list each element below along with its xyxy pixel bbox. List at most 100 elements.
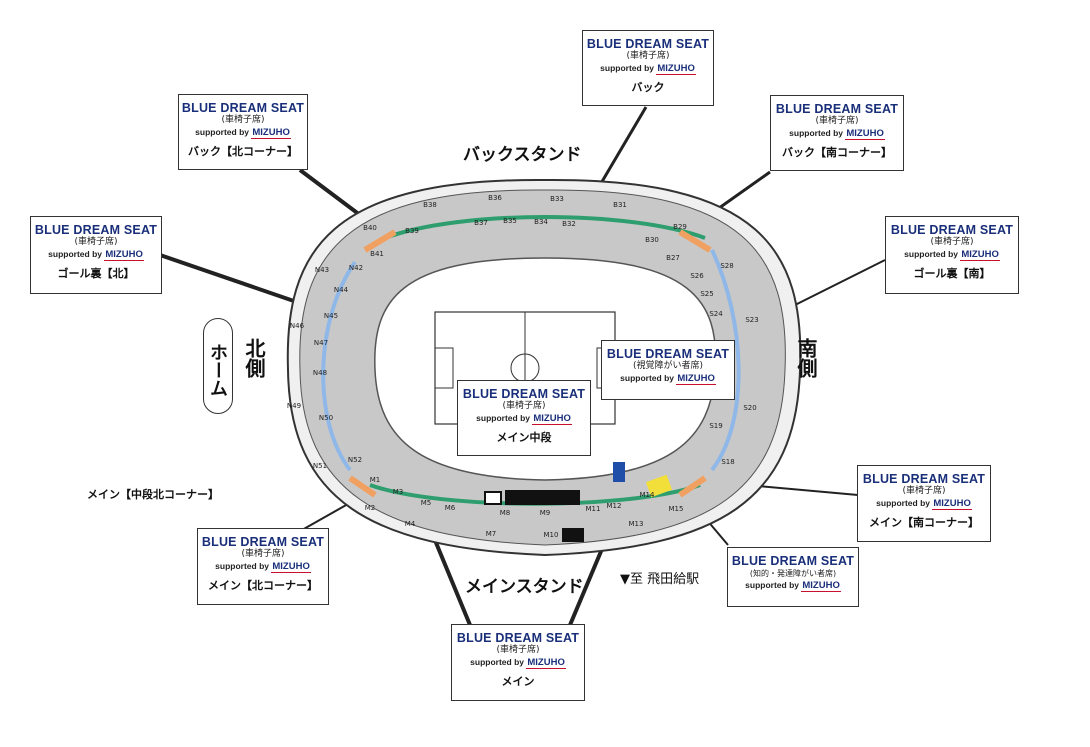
block-label-n48: N48 (313, 369, 327, 377)
callout-main-north-corner[interactable]: BLUE DREAM SEAT (車椅子席) supported by MIZU… (197, 528, 329, 605)
block-label-m6: M6 (445, 504, 456, 512)
seat-main-middle-1[interactable] (484, 491, 502, 505)
sponsor-prefix: supported by (215, 561, 269, 571)
mizuho-logo: MIZUHO (960, 249, 1000, 261)
callout-main[interactable]: BLUE DREAM SEAT (車椅子席) supported by MIZU… (451, 624, 585, 701)
block-label-m3: M3 (393, 488, 404, 496)
callout-name: メイン【北コーナー】 (208, 579, 318, 592)
block-label-b33: B33 (550, 195, 564, 203)
leader-back (598, 106, 648, 186)
seat-blue-visual[interactable] (613, 462, 625, 482)
sponsor-prefix: supported by (195, 127, 249, 137)
mizuho-logo: MIZUHO (251, 127, 291, 139)
block-label-n42: N42 (349, 264, 363, 272)
seat-main-lower[interactable] (562, 528, 584, 542)
block-label-m12: M12 (607, 502, 622, 510)
callout-title: BLUE DREAM SEAT (456, 631, 580, 645)
block-label-n50: N50 (319, 414, 333, 422)
block-label-b40: B40 (363, 224, 377, 232)
block-label-b36: B36 (488, 194, 502, 202)
block-label-b37: B37 (474, 219, 488, 227)
north-side-label: 北側 (242, 338, 266, 378)
callout-goal-north[interactable]: BLUE DREAM SEAT (車椅子席) supported by MIZU… (30, 216, 162, 294)
callout-title: BLUE DREAM SEAT (862, 472, 986, 486)
seat-yellow-intellectual[interactable] (645, 474, 673, 498)
callout-back-south-corner[interactable]: BLUE DREAM SEAT (車椅子席) supported by MIZU… (770, 95, 904, 171)
main-mid-north-corner-label: メイン【中段北コーナー】 (87, 488, 219, 501)
block-label-m13: M13 (629, 520, 644, 528)
ring-blue-south (710, 249, 741, 472)
block-label-b39: B39 (405, 227, 419, 235)
block-label-m14: M14 (640, 491, 655, 499)
callout-name: バック【北コーナー】 (188, 145, 298, 158)
callout-sub: (車椅子席) (221, 115, 265, 125)
block-label-b35: B35 (503, 217, 517, 225)
callout-name: メイン中段 (496, 431, 552, 444)
sponsor-prefix: supported by (48, 249, 102, 259)
sponsor-prefix: supported by (600, 63, 654, 73)
block-label-m11: M11 (586, 505, 601, 513)
callout-name: メイン【南コーナー】 (869, 516, 979, 529)
block-label-m1: M1 (370, 476, 381, 484)
block-label-b34: B34 (534, 218, 548, 226)
ring-green-back (384, 215, 706, 240)
corner-orange-nw (363, 229, 397, 253)
ring-blue-north (321, 260, 357, 472)
callout-sub: (車椅子席) (902, 486, 946, 496)
corner-orange-ne (678, 229, 712, 253)
block-label-b29: B29 (673, 223, 687, 231)
callout-title: BLUE DREAM SEAT (34, 223, 158, 237)
callout-title: BLUE DREAM SEAT (462, 387, 586, 401)
sponsor-prefix: supported by (789, 128, 843, 138)
mizuho-logo: MIZUHO (271, 561, 311, 573)
callout-visually-impaired[interactable]: BLUE DREAM SEAT (視覚障がい者席) supported by M… (601, 340, 735, 400)
block-label-b41: B41 (370, 250, 384, 258)
callout-title: BLUE DREAM SEAT (201, 535, 325, 549)
block-label-b31: B31 (613, 201, 627, 209)
block-label-s20: S20 (743, 404, 756, 412)
block-label-b32: B32 (562, 220, 576, 228)
mizuho-logo: MIZUHO (932, 498, 972, 510)
block-label-n44: N44 (334, 286, 349, 294)
callout-title: BLUE DREAM SEAT (606, 347, 730, 361)
seat-main-middle-2[interactable] (505, 490, 580, 505)
callout-back-north-corner[interactable]: BLUE DREAM SEAT (車椅子席) supported by MIZU… (178, 94, 308, 170)
corner-orange-se (678, 475, 707, 498)
callout-sub: (車椅子席) (74, 237, 118, 247)
callout-sub: (車椅子席) (241, 549, 285, 559)
block-label-s26: S26 (690, 272, 704, 280)
callout-sub: (視覚障がい者席) (632, 361, 704, 371)
block-label-b38: B38 (423, 201, 437, 209)
callout-sub: (車椅子席) (930, 237, 974, 247)
callout-main-south-corner[interactable]: BLUE DREAM SEAT (車椅子席) supported by MIZU… (857, 465, 991, 542)
callout-main-middle[interactable]: BLUE DREAM SEAT (車椅子席) supported by MIZU… (457, 380, 591, 456)
callout-sub: (知的・発達障がい者席) (749, 569, 837, 578)
block-label-m4: M4 (405, 520, 416, 528)
callout-sub: (車椅子席) (496, 645, 540, 655)
block-label-s25: S25 (700, 290, 713, 298)
block-label-s24: S24 (709, 310, 723, 318)
mizuho-logo: MIZUHO (801, 580, 841, 592)
callout-title: BLUE DREAM SEAT (586, 37, 710, 51)
callout-name: バック【南コーナー】 (782, 146, 892, 159)
corner-orange-sw (348, 475, 377, 498)
pitch-box-north (434, 347, 454, 389)
block-label-n52: N52 (348, 456, 362, 464)
callout-name: ゴール裏【南】 (913, 267, 991, 280)
callout-intellectual[interactable]: BLUE DREAM SEAT (知的・発達障がい者席) supported b… (727, 547, 859, 607)
sponsor-prefix: supported by (470, 657, 524, 667)
callout-name: バック (631, 81, 665, 94)
leader-back-north (298, 168, 362, 217)
block-label-m10: M10 (544, 531, 559, 539)
block-label-m7: M7 (486, 530, 497, 538)
callout-back[interactable]: BLUE DREAM SEAT (車椅子席) supported by MIZU… (582, 30, 714, 106)
sponsor-prefix: supported by (904, 249, 958, 259)
mizuho-logo: MIZUHO (656, 63, 696, 75)
block-label-s23: S23 (745, 316, 758, 324)
sponsor-prefix: supported by (476, 413, 530, 423)
callout-sub: (車椅子席) (502, 401, 546, 411)
sponsor-prefix: supported by (745, 580, 799, 590)
callout-goal-south[interactable]: BLUE DREAM SEAT (車椅子席) supported by MIZU… (885, 216, 1019, 294)
callout-title: BLUE DREAM SEAT (775, 102, 899, 116)
